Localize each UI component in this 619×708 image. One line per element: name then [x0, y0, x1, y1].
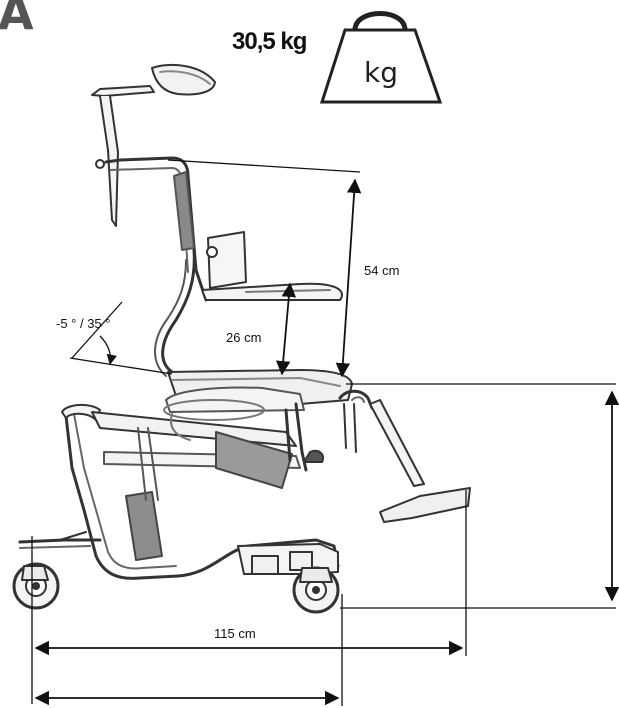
weight-label: 30,5 kg: [232, 28, 307, 55]
backrest-reference-line: [167, 159, 361, 173]
panel-letter: A: [0, 0, 34, 40]
svg-text:kg: kg: [364, 56, 398, 89]
angle-baseline: [69, 357, 173, 375]
length-label: 115 cm: [214, 626, 256, 641]
seat-height-label: 26 cm: [226, 330, 262, 345]
angle-label: -5 ° / 35 °: [56, 316, 111, 331]
seat-height-arrow: [275, 282, 297, 376]
weight-kg-icon: kg: [319, 11, 443, 104]
angle-tilt-line: [71, 301, 123, 359]
backrest-height-arrow: [335, 178, 362, 378]
backrest-height-label: 54 cm: [364, 263, 400, 278]
dimension-lines: [31, 159, 619, 706]
angle-arc: [99, 335, 117, 366]
chair-illustration: [12, 63, 471, 614]
